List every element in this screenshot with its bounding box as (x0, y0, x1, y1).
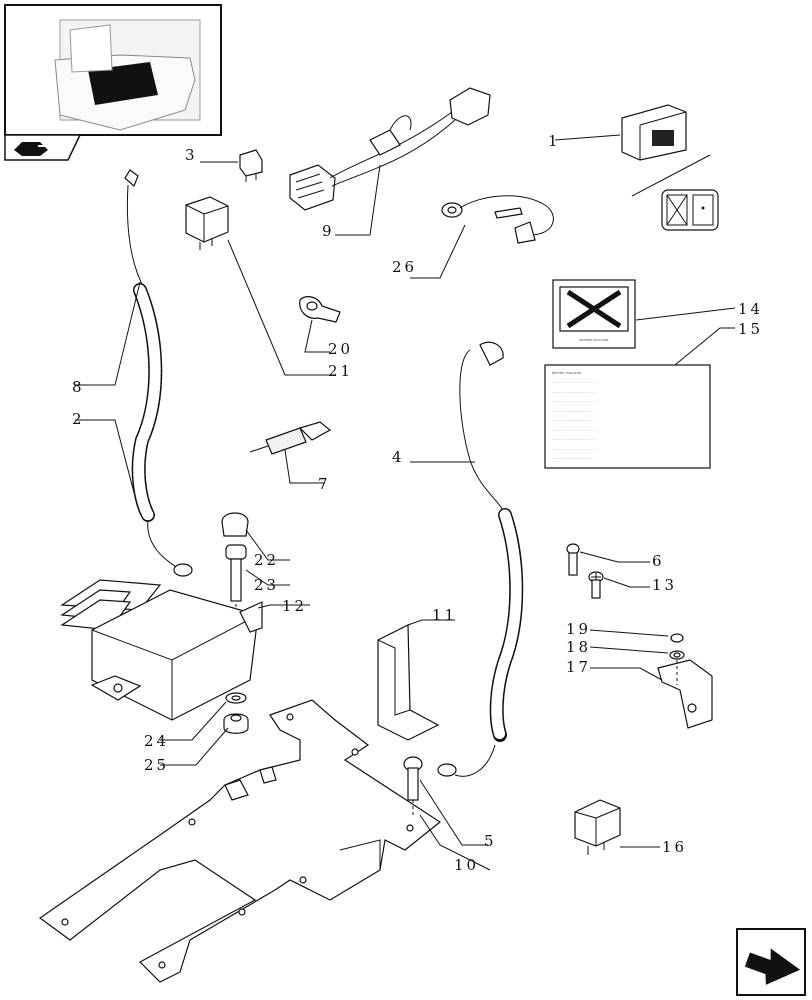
callout-24: 24 (144, 732, 169, 750)
callout-labels: 1392614152021827422231261311191817242551… (72, 132, 763, 874)
callout-23: 23 (254, 576, 279, 594)
part-bracket-17 (657, 659, 713, 729)
decal-15-line: - - - - - - - - - - - - - - - - - - - - … (552, 457, 596, 461)
decal-15-line: - - - - - - - - - - - - - - - - - - - - … (552, 390, 596, 394)
callout-14: 14 (738, 300, 763, 318)
decal-warning-symbol: BATTERY ISOLATOR (552, 279, 636, 349)
part-cable-clip (299, 296, 341, 323)
part-washer-24 (225, 692, 247, 704)
callout-15: 15 (738, 320, 763, 338)
part-screw-6 (566, 543, 580, 576)
callout-17: 17 (566, 658, 591, 676)
callout-22: 22 (254, 551, 279, 569)
callout-25: 25 (144, 756, 169, 774)
callout-7: 7 (318, 475, 331, 493)
part-battery-cable-right (437, 341, 524, 777)
callout-4: 4 (392, 448, 405, 466)
callout-1: 1 (548, 132, 561, 150)
part-base-plate (38, 699, 442, 983)
decal-15-line: - - - - - - - - - - - - - - - - - - - - … (552, 419, 596, 423)
decal-15-line: - - - - - - - - - - - - - - - - - - - - … (552, 381, 596, 385)
part-control-box (60, 579, 263, 721)
callout-12: 12 (282, 597, 307, 615)
decal-15-line: - - - - - - - - - - - - - - - - - - - - … (552, 447, 596, 451)
part-isolator-switch (621, 104, 687, 161)
decal-instructions: BATTERY ISOLATOR - - - - - - - - - - - - … (544, 364, 711, 469)
part-nut-25 (223, 713, 249, 734)
part-cap (221, 512, 249, 537)
part-screw-23 (225, 544, 247, 620)
decal-15-line: - - - - - - - - - - - - - - - - - - - - … (552, 409, 596, 413)
part-screw-13 (588, 571, 604, 599)
callout-18: 18 (566, 638, 591, 656)
callout-13: 13 (652, 576, 677, 594)
callout-16: 16 (662, 838, 687, 856)
callout-21: 21 (328, 362, 353, 380)
switch-cover-label (661, 189, 719, 231)
part-battery-cable-short (441, 195, 554, 244)
thumbnail-nav-tab[interactable] (4, 134, 82, 161)
callout-20: 20 (328, 340, 353, 358)
part-bracket-11 (377, 624, 440, 741)
callout-2: 2 (72, 410, 85, 428)
callout-6: 6 (652, 552, 665, 570)
part-nut-19 (670, 633, 684, 643)
thumbnail-highlight (88, 62, 158, 105)
part-relay-16 (574, 799, 621, 855)
callout-5: 5 (484, 832, 497, 850)
part-relay (185, 196, 229, 250)
part-small-relay (239, 149, 263, 182)
part-pin (249, 421, 332, 455)
arrow-next-icon (744, 948, 801, 985)
callout-9: 9 (322, 222, 335, 240)
decal-15-line: - - - - - - - - - - - - - - - - - - - - … (552, 438, 596, 442)
part-bolt-5 (403, 756, 423, 815)
part-washer-18 (669, 650, 685, 660)
part-wiring-harness (289, 87, 491, 211)
callout-26: 26 (392, 258, 417, 276)
callout-3: 3 (185, 146, 198, 164)
callout-19: 19 (566, 620, 591, 638)
decal-15-line: BATTERY ISOLATOR (552, 371, 581, 375)
overview-thumbnail[interactable] (4, 4, 222, 136)
callout-10: 10 (454, 856, 479, 874)
callout-8: 8 (72, 378, 85, 396)
next-page-button[interactable] (736, 928, 806, 996)
part-battery-cable-long (124, 169, 193, 577)
decal-14-caption: BATTERY ISOLATOR (579, 338, 608, 342)
callout-11: 11 (432, 606, 457, 624)
decal-15-line: - - - - - - - - - - - - - - - - - - - - … (552, 400, 596, 404)
decal-15-line: - - - - - - - - - - - - - - - - - - - - … (552, 428, 596, 432)
